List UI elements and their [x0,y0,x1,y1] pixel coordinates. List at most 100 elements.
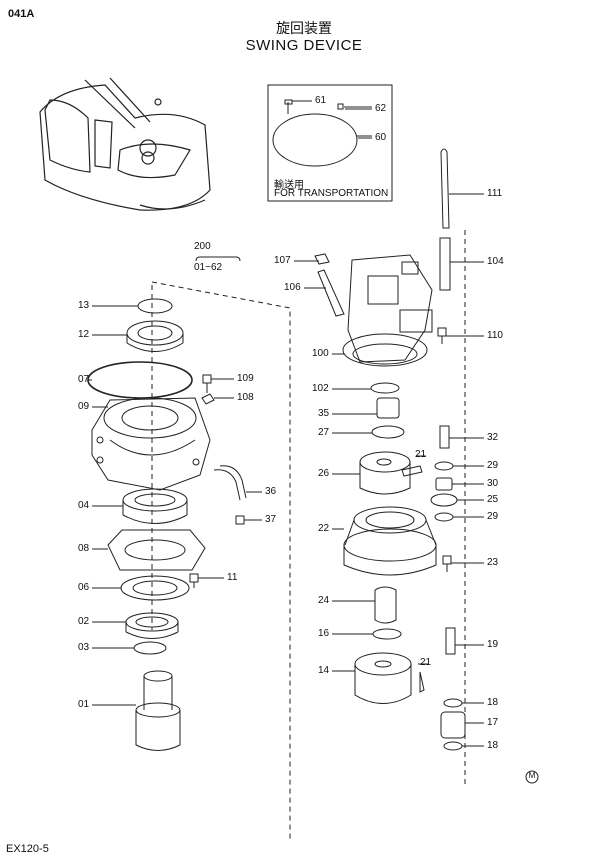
callout-61: 61 [315,95,327,106]
callout-102: 102 [312,383,329,394]
part-21-pin [401,465,423,477]
callout-111: 111 [487,188,503,199]
part-29-washer [434,461,454,471]
part-25-gear [430,493,458,507]
callout-21: 21 [415,449,427,460]
part-16-washer [372,628,402,640]
callout-109: 109 [237,373,254,384]
callout-60: 60 [375,132,387,143]
part-19-pin [445,627,456,655]
callout-37: 37 [265,514,277,525]
page-code: 041A [8,8,35,20]
part-23-bolt [442,555,452,572]
part-29-washer-b [434,512,454,522]
part-108 [201,393,215,405]
callout-30: 30 [487,478,499,489]
transport-caption-jp: 輸送用 [274,180,304,191]
callout-26: 26 [318,468,330,479]
callout-01: 01 [78,699,90,710]
part-06-collar [120,575,190,601]
part-24-sun-gear [374,586,397,624]
title-japanese: 旋回装置 [276,21,332,37]
part-12-bearing [126,320,184,346]
callout-04: 04 [78,500,90,511]
callout-27: 27 [318,427,330,438]
part-36-pipe [213,465,247,501]
callout-21b: 21 [420,657,432,668]
part-106 [317,269,345,317]
callout-19: 19 [487,639,499,650]
part-26-carrier [359,451,411,495]
transport-cover-plate [272,113,358,167]
part-13-ring [137,298,173,314]
part-04-bearing [122,488,188,524]
part-09-housing [91,397,211,491]
excavator-sketch [39,77,211,211]
callout-18b: 18 [487,740,499,751]
callout-09: 09 [78,401,90,412]
callout-03: 03 [78,642,90,653]
part-08-plate [107,529,206,571]
part-104-tube [439,237,451,291]
part-03-ring [133,641,167,655]
assembly-ref-range: 01~62 [194,262,223,273]
assembly-ref-number: 200 [194,241,211,252]
dash-guide-left-top [151,281,291,842]
part-30 [435,477,453,491]
part-100-motor [342,254,433,367]
callout-12: 12 [78,329,90,340]
callout-18: 18 [487,697,499,708]
callout-62: 62 [375,103,387,114]
callout-17: 17 [487,717,499,728]
mark-symbol-circle [525,770,539,784]
part-14-carrier [354,652,412,704]
callout-100: 100 [312,348,329,359]
callout-29b: 29 [487,511,499,522]
callout-104: 104 [487,256,504,267]
part-102-ring [370,382,400,394]
callout-24: 24 [318,595,330,606]
callout-35: 35 [318,408,330,419]
part-110-bolt [437,327,447,344]
callout-14: 14 [318,665,330,676]
callout-106: 106 [284,282,301,293]
footer-code: EX120-5 [6,843,49,855]
transportation-box [267,84,393,202]
callout-23: 23 [487,557,499,568]
part-27-washer [371,425,405,439]
callout-02: 02 [78,616,90,627]
callout-36: 36 [265,486,277,497]
callout-110: 110 [487,330,503,341]
mark-symbol: M [528,771,536,780]
callout-08: 08 [78,543,90,554]
ref-bracket [195,256,241,262]
part-11-bolt [189,573,199,588]
part-17-gear [440,711,466,739]
callout-11: 11 [227,572,238,583]
callout-108: 108 [237,392,254,403]
part-21-pin-b [419,671,425,693]
part-109-bolt [202,374,212,393]
part-18-washer [443,698,463,708]
callout-16: 16 [318,628,330,639]
callout-29: 29 [487,460,499,471]
part-107 [314,253,330,265]
callout-25: 25 [487,494,499,505]
part-18-washer-b [443,741,463,751]
callout-22: 22 [318,523,330,534]
part-22-ring-gear [343,506,437,576]
part-111-dipstick [440,148,450,229]
part-37 [235,515,245,525]
callout-07: 07 [78,374,90,385]
part-07-o-ring [87,361,193,399]
title-english: SWING DEVICE [245,37,363,54]
leader-lines [88,100,484,747]
callout-06: 06 [78,582,90,593]
part-32-pin [439,425,450,449]
callout-32: 32 [487,432,499,443]
callout-107: 107 [274,255,291,266]
part-35-gear [376,397,400,419]
transport-caption-en: FOR TRANSPORTATION [274,188,389,199]
part-01-shaft [135,670,181,751]
